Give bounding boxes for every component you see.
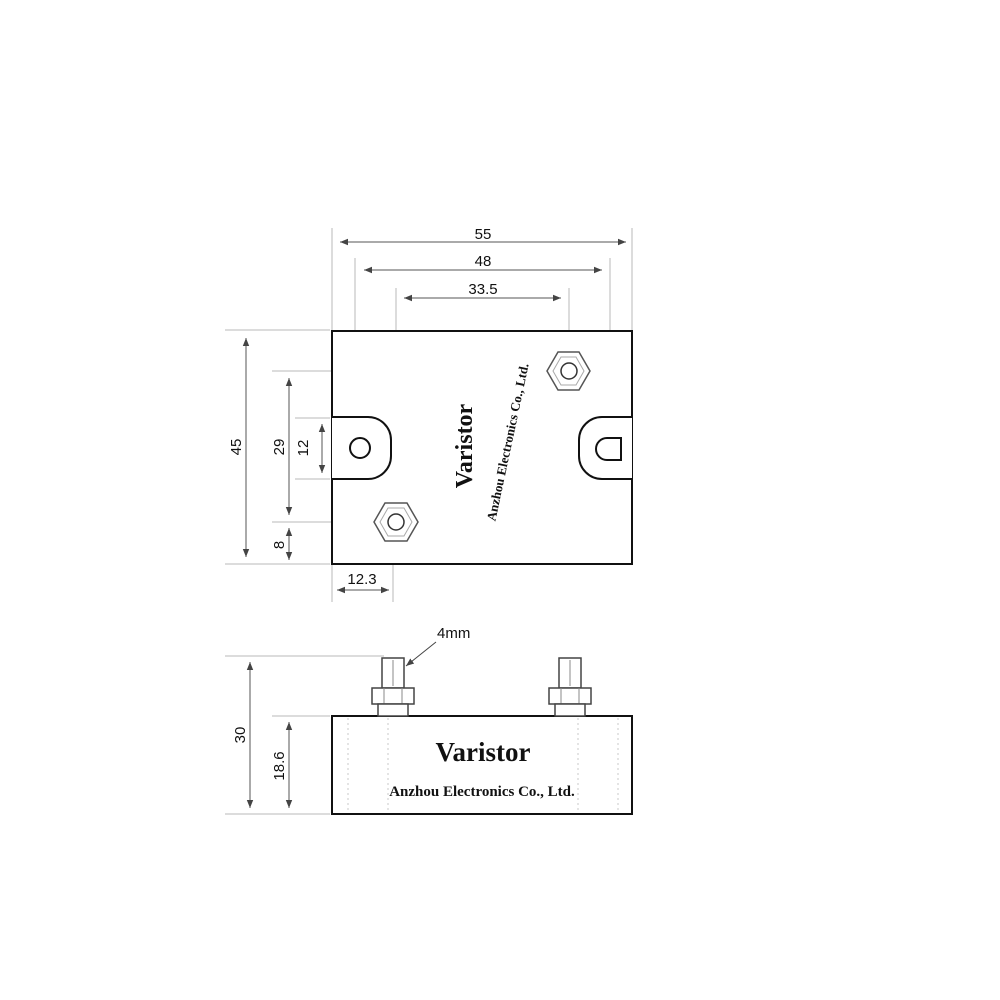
hidden-terminal-lines bbox=[347, 718, 619, 812]
top-brand-label: Varistor bbox=[452, 403, 478, 488]
stud-diameter-label: 4mm bbox=[437, 625, 470, 642]
dim-label-12: 12 bbox=[295, 440, 312, 457]
dim-label-8: 8 bbox=[271, 541, 288, 549]
top-view: 55 48 33.5 12.3 45 29 12 8 Varistor Anzh… bbox=[225, 226, 633, 602]
dim-label-55: 55 bbox=[475, 226, 492, 243]
dim-label-48: 48 bbox=[475, 253, 492, 270]
dim-label-29: 29 bbox=[271, 439, 288, 456]
left-terminal-hole bbox=[349, 437, 371, 459]
right-stud bbox=[548, 657, 592, 717]
dim-label-12-3: 12.3 bbox=[347, 571, 376, 588]
side-view: 30 18.6 4m bbox=[225, 625, 633, 815]
left-stud bbox=[371, 657, 415, 717]
dim-label-45: 45 bbox=[228, 439, 245, 456]
dim-label-18-6: 18.6 bbox=[271, 751, 288, 780]
side-brand-label: Varistor bbox=[436, 737, 531, 767]
right-terminal-slot bbox=[595, 437, 622, 461]
side-extension-lines bbox=[225, 655, 384, 815]
dim-label-30: 30 bbox=[232, 727, 249, 744]
hex-nut-lower bbox=[373, 502, 419, 542]
stud-diameter-leader bbox=[405, 641, 437, 667]
hex-nut-upper bbox=[546, 351, 591, 391]
side-maker-label: Anzhou Electronics Co., Ltd. bbox=[389, 784, 575, 800]
varistor-body-side bbox=[331, 715, 633, 815]
dim-label-33-5: 33.5 bbox=[468, 281, 497, 298]
